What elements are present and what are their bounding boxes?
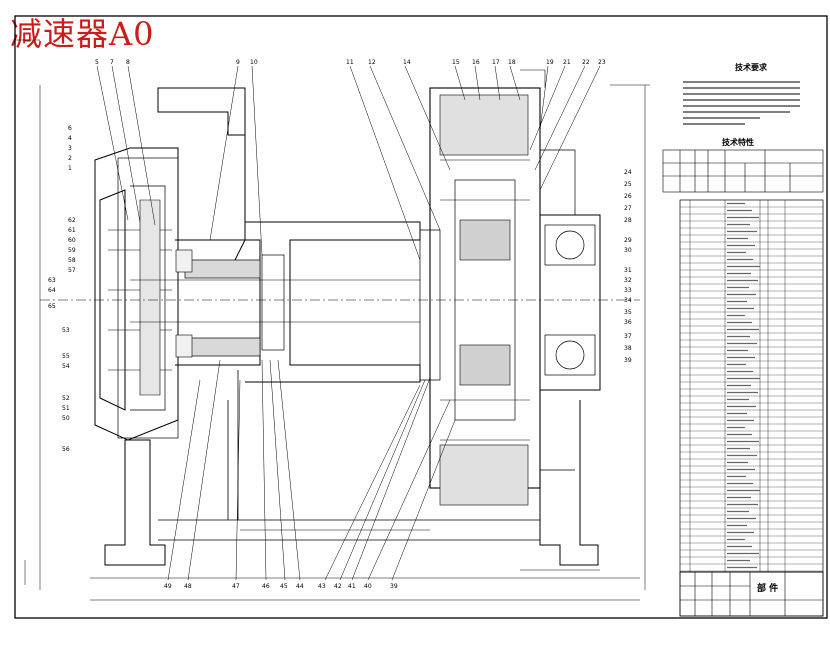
callout-59: 59 bbox=[68, 247, 76, 254]
callout-46: 46 bbox=[262, 583, 270, 590]
callout-47: 47 bbox=[232, 583, 240, 590]
drawing-border bbox=[14, 15, 828, 619]
callout-25: 25 bbox=[624, 181, 632, 188]
callout-27: 27 bbox=[624, 205, 632, 212]
callouts-left: 6 4 3 2 1 62 61 60 59 58 57 63 64 65 53 … bbox=[48, 125, 76, 453]
callout-17: 17 bbox=[492, 59, 500, 66]
callout-10: 10 bbox=[250, 59, 258, 66]
base-frame bbox=[104, 87, 599, 566]
callout-3: 3 bbox=[68, 145, 72, 152]
callout-39: 39 bbox=[390, 583, 398, 590]
drum-body bbox=[40, 221, 640, 383]
callout-52: 52 bbox=[62, 395, 70, 402]
title-block: 部 件 bbox=[679, 571, 824, 617]
callout-26: 26 bbox=[624, 193, 632, 200]
callout-60: 60 bbox=[68, 237, 76, 244]
callout-43: 43 bbox=[318, 583, 326, 590]
callout-33: 33 bbox=[624, 287, 632, 294]
callouts-bottom: 49 48 47 46 45 44 43 42 41 40 39 bbox=[164, 583, 398, 590]
callout-57: 57 bbox=[68, 267, 76, 274]
callout-64: 64 bbox=[48, 287, 56, 294]
output-housing bbox=[419, 69, 601, 506]
callout-50: 50 bbox=[62, 415, 70, 422]
callout-12: 12 bbox=[368, 59, 376, 66]
callout-53: 53 bbox=[62, 327, 70, 334]
drawing-title: 减速器A0 bbox=[10, 15, 155, 53]
callouts-top: 5 7 8 9 10 11 12 14 15 16 17 18 19 21 22… bbox=[95, 59, 606, 66]
callout-34: 34 bbox=[624, 297, 632, 304]
callout-62: 62 bbox=[68, 217, 76, 224]
callout-37: 37 bbox=[624, 333, 632, 340]
callout-56: 56 bbox=[62, 446, 70, 453]
callout-1: 1 bbox=[68, 165, 72, 172]
callout-15: 15 bbox=[452, 59, 460, 66]
parts-list-rows bbox=[680, 206, 823, 572]
leader-lines bbox=[96, 65, 601, 581]
technical-characteristics-table: 技术特性 bbox=[662, 137, 824, 193]
callout-11: 11 bbox=[346, 59, 354, 66]
callout-28: 28 bbox=[624, 217, 632, 224]
callout-9: 9 bbox=[236, 59, 240, 66]
callout-45: 45 bbox=[280, 583, 288, 590]
callout-40: 40 bbox=[364, 583, 372, 590]
callout-19: 19 bbox=[546, 59, 554, 66]
technical-requirements: 技术要求 bbox=[683, 62, 800, 125]
callout-63: 63 bbox=[48, 277, 56, 284]
callout-8: 8 bbox=[126, 59, 130, 66]
callout-42: 42 bbox=[334, 583, 342, 590]
callout-6: 6 bbox=[68, 125, 72, 132]
callout-39r: 39 bbox=[624, 357, 632, 364]
callout-5: 5 bbox=[95, 59, 99, 66]
callout-44: 44 bbox=[296, 583, 304, 590]
callout-58: 58 bbox=[68, 257, 76, 264]
callout-30: 30 bbox=[624, 247, 632, 254]
callout-65: 65 bbox=[48, 303, 56, 310]
callout-36: 36 bbox=[624, 319, 632, 326]
callout-14: 14 bbox=[403, 59, 411, 66]
callout-21: 21 bbox=[563, 59, 571, 66]
callout-32: 32 bbox=[624, 277, 632, 284]
callout-31: 31 bbox=[624, 267, 632, 274]
callout-18: 18 bbox=[508, 59, 516, 66]
callout-48: 48 bbox=[184, 583, 192, 590]
parts-list-text-bars bbox=[727, 202, 760, 569]
callout-54: 54 bbox=[62, 363, 70, 370]
callout-22: 22 bbox=[582, 59, 590, 66]
callout-41: 41 bbox=[348, 583, 356, 590]
part-block-label: 部 件 bbox=[757, 582, 778, 594]
dimension-lines bbox=[24, 84, 650, 601]
input-housing bbox=[94, 147, 179, 441]
tech-req-title: 技术要求 bbox=[735, 62, 768, 72]
callout-24: 24 bbox=[624, 169, 632, 176]
callout-29: 29 bbox=[624, 237, 632, 244]
callout-16: 16 bbox=[472, 59, 480, 66]
tech-char-title: 技术特性 bbox=[722, 137, 754, 147]
callouts-right: 24 25 26 27 28 29 30 31 32 33 34 35 36 3… bbox=[624, 169, 632, 364]
callout-4: 4 bbox=[68, 135, 72, 142]
callout-38: 38 bbox=[624, 345, 632, 352]
callout-7: 7 bbox=[110, 59, 114, 66]
callout-2: 2 bbox=[68, 155, 72, 162]
callout-51: 51 bbox=[62, 405, 70, 412]
callout-23: 23 bbox=[598, 59, 606, 66]
parts-list bbox=[679, 199, 824, 573]
callout-61: 61 bbox=[68, 227, 76, 234]
callout-55: 55 bbox=[62, 353, 70, 360]
callout-49: 49 bbox=[164, 583, 172, 590]
callout-35: 35 bbox=[624, 309, 632, 316]
